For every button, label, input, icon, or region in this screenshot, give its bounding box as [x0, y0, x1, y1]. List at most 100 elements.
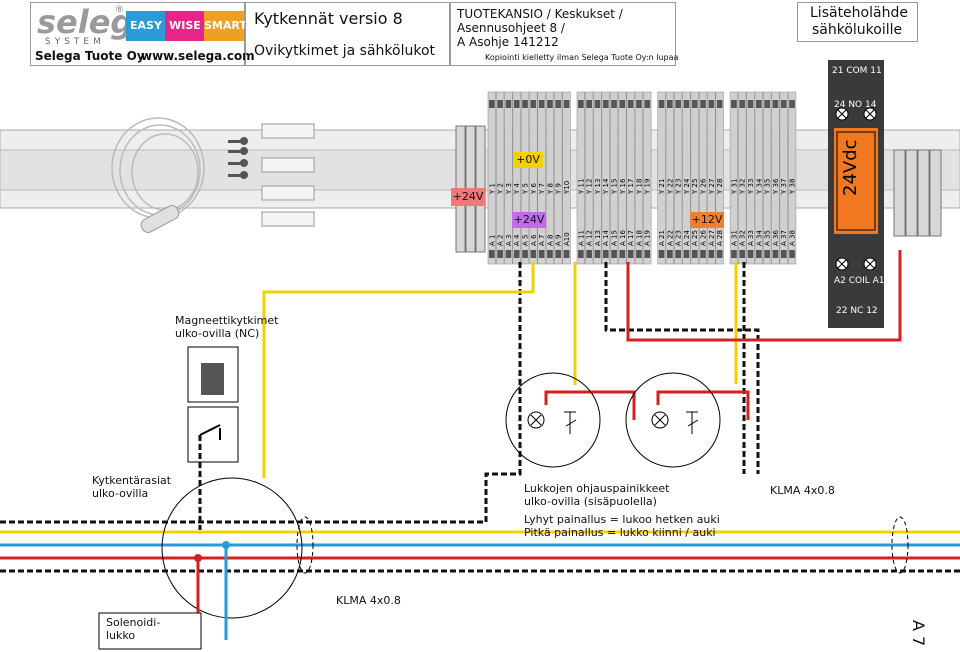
terminal-screw: [683, 250, 690, 258]
terminal-screw: [764, 250, 770, 258]
terminal-screw: [602, 100, 609, 108]
terminal-block: [537, 91, 546, 265]
right-title-panel: Lisäteholähde sähkölukoille: [797, 2, 918, 42]
terminal-label-top: Y10: [563, 181, 571, 195]
magnet-switch-body: [201, 363, 224, 395]
cable-label-bottom: KLMA 4x0.8: [336, 594, 401, 607]
wire-yellow: [262, 262, 738, 478]
terminal-screw: [497, 250, 503, 258]
path-line-3: A Asohje 141212: [457, 35, 559, 49]
terminal-label-bottom: A 8: [546, 235, 554, 246]
relay-side-terminal: [905, 149, 918, 237]
terminal-block: [674, 91, 683, 265]
solenoid-label-1: Solenoidi-: [106, 616, 161, 629]
terminal-block: [643, 91, 652, 265]
terminal-screw: [602, 250, 609, 258]
terminal-block: [682, 91, 691, 265]
terminal-screw: [675, 250, 681, 258]
terminal-block: [754, 91, 763, 265]
relay-top-pins: 21 COM 11: [832, 66, 882, 76]
relay-coil-pins: A2 COIL A1: [834, 276, 885, 286]
terminal-label-bottom: A 36: [772, 230, 780, 246]
magnet-switch-contact: [199, 424, 221, 440]
terminal-screw: [619, 250, 626, 258]
terminal-screw: [586, 100, 592, 108]
wire-black: [0, 262, 760, 524]
terminal-block: [593, 91, 602, 265]
label-plus24-left: +24V: [451, 188, 485, 206]
terminal-block: [763, 91, 772, 265]
terminal-label-bottom: A 23: [675, 230, 683, 246]
magnet-contact-d: [261, 211, 315, 227]
terminal-label-bottom: A 22: [666, 230, 674, 246]
terminal-label-top: Y 31: [730, 179, 738, 195]
terminal-label-top: Y 18: [635, 179, 643, 195]
terminal-block: [738, 91, 747, 265]
terminal-label-bottom: A 37: [780, 230, 788, 246]
terminal-block: [496, 91, 505, 265]
terminal-block: [562, 91, 571, 265]
terminal-label-top: Y 7: [538, 183, 546, 195]
terminal-label-bottom: A 2: [497, 235, 505, 246]
terminal-label-top: Y 6: [530, 182, 538, 195]
cable-marker-1: [296, 516, 314, 574]
label-plus24-mid: +24V: [512, 212, 546, 228]
terminal-label-bottom: A 35: [764, 230, 772, 246]
terminal-label-bottom: A10: [563, 232, 571, 246]
relay-coil: [834, 128, 878, 234]
terminal-label-bottom: A 11: [577, 230, 585, 246]
terminal-block: [554, 91, 563, 265]
magnet-label-1: Magneettikytkimet: [175, 314, 279, 327]
terminal-screw: [780, 250, 787, 258]
terminal-label-bottom: A 1: [488, 235, 496, 246]
page-code: A 7: [909, 620, 928, 647]
terminal-screw: [772, 250, 779, 258]
terminal-screw: [780, 100, 787, 108]
button-station-2: [625, 372, 721, 468]
relay-screws: [835, 107, 877, 271]
buttons-label-2: ulko-ovilla (sisäpuolella): [524, 495, 657, 508]
cable-label-right: KLMA 4x0.8: [770, 484, 835, 497]
terminal-label-bottom: A 9: [555, 235, 563, 246]
terminal-label-top: Y 1: [488, 183, 496, 195]
terminal-label-bottom: A 34: [755, 230, 763, 246]
terminal-label-bottom: A 13: [594, 230, 602, 246]
terminal-screw: [563, 250, 570, 258]
terminal-screw: [691, 100, 698, 108]
badge-easy: EASY: [126, 11, 166, 41]
magnet-contact-b: [261, 157, 315, 173]
terminal-screw: [667, 100, 673, 108]
terminal-block: [707, 91, 716, 265]
header-logo-panel: selega ® SYSTEM EASY WISE SMART Selega T…: [30, 2, 255, 66]
terminal-screw: [522, 250, 528, 258]
terminal-label-top: Y 32: [739, 179, 747, 195]
terminal-label-top: Y 27: [708, 179, 716, 195]
terminal-screw: [700, 250, 706, 258]
terminal-screw: [586, 250, 592, 258]
terminal-label-top: Y 22: [666, 179, 674, 195]
copyright-note: Kopiointi kielletty ilman Selega Tuote O…: [485, 53, 679, 62]
terminal-block: [487, 91, 496, 265]
terminal-screw: [644, 100, 651, 108]
terminal-label-top: Y 37: [780, 179, 788, 195]
terminal-screw: [691, 250, 698, 258]
terminal-screw: [667, 250, 673, 258]
terminal-screw: [489, 100, 495, 108]
terminal-screw: [739, 100, 746, 108]
terminal-label-top: Y 35: [764, 179, 772, 195]
magnet-contact-a: [261, 123, 315, 139]
right-title-line-1: Lisäteholähde: [810, 5, 908, 21]
terminal-label-bottom: A 38: [789, 230, 797, 246]
terminal-screw: [619, 100, 626, 108]
terminal-label-top: Y 13: [594, 179, 602, 195]
terminal-label-top: Y 8: [546, 183, 554, 195]
terminal-label-top: Y 12: [586, 179, 594, 195]
magnet-label-2: ulko-ovilla (NC): [175, 327, 260, 340]
terminal-block: [504, 91, 513, 265]
terminal-screw: [555, 100, 562, 108]
terminal-block: [618, 91, 627, 265]
terminal-screw: [513, 100, 520, 108]
terminal-screw: [675, 100, 681, 108]
terminal-block: [665, 91, 674, 265]
relay-side-terminal: [929, 149, 942, 237]
